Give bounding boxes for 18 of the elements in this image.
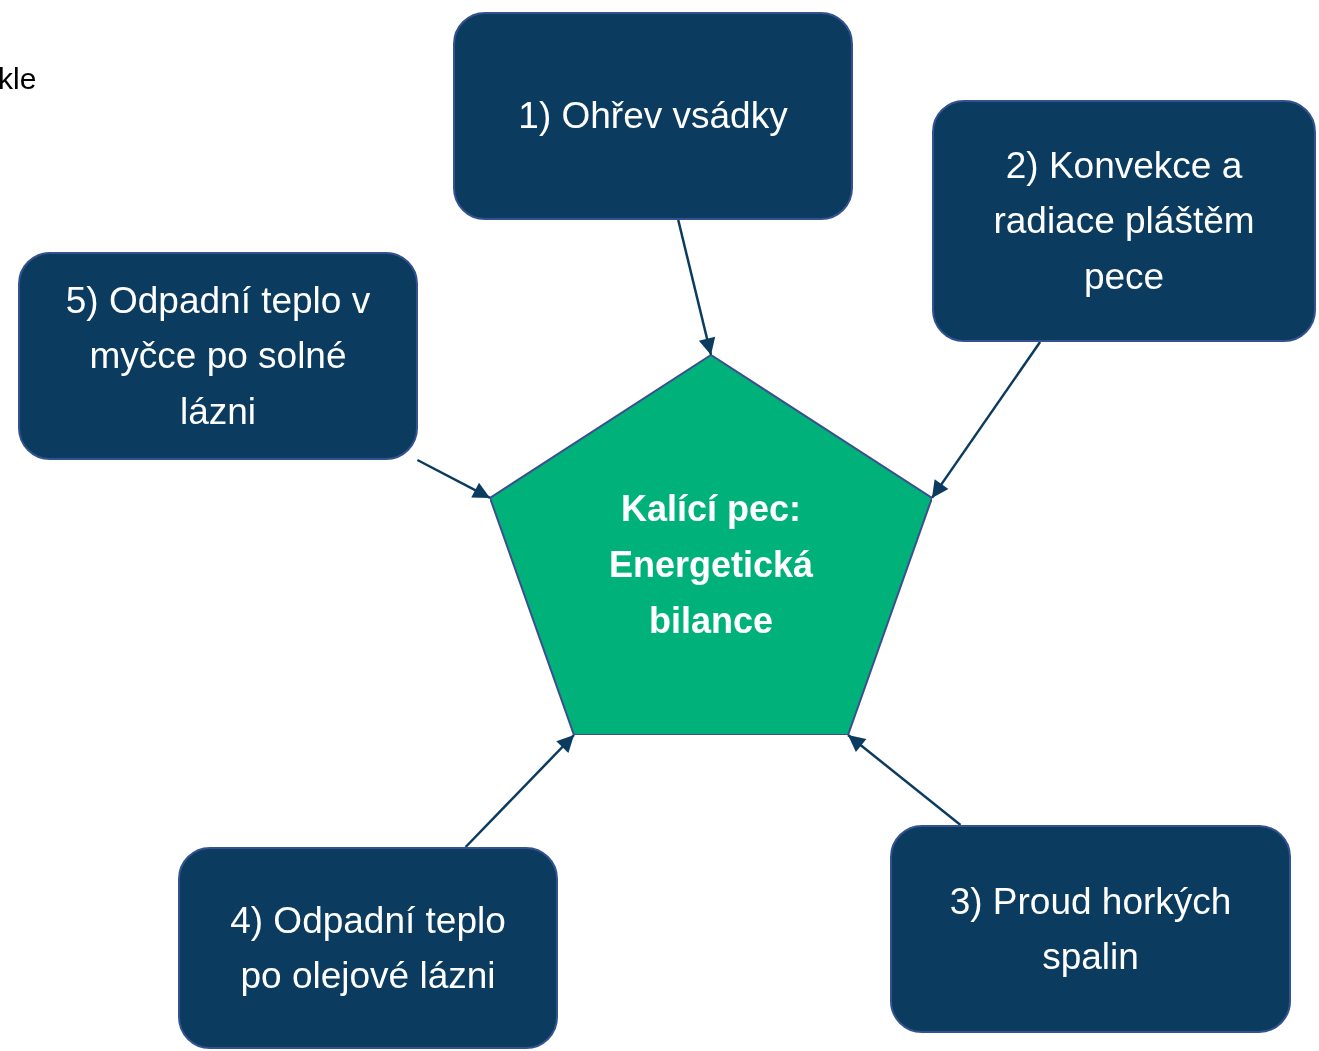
arrow	[930, 341, 1042, 499]
node-text: 3) Proud horkých spalin	[948, 879, 1233, 979]
arrow	[464, 734, 575, 848]
arrow	[847, 734, 962, 826]
process-box	[178, 847, 558, 1049]
process-box	[18, 252, 418, 460]
node-text: Kalící pec: Energetická bilance	[607, 487, 815, 643]
arrow	[677, 219, 716, 356]
node-text: 4) Odpadní teplo po olejové lázni	[229, 898, 507, 998]
process-box	[890, 825, 1291, 1033]
node-text: 2) Konvekce a radiace pláštěm pece	[992, 143, 1256, 299]
process-box	[453, 12, 853, 220]
process-box	[932, 100, 1316, 342]
text-fragment: kle	[0, 62, 37, 96]
arrow	[416, 458, 491, 499]
node-text: 1) Ohřev vsádky	[518, 94, 788, 139]
node-text: 5) Odpadní teplo v myčce po solné lázni	[64, 278, 372, 434]
pentagon-node	[490, 355, 932, 735]
